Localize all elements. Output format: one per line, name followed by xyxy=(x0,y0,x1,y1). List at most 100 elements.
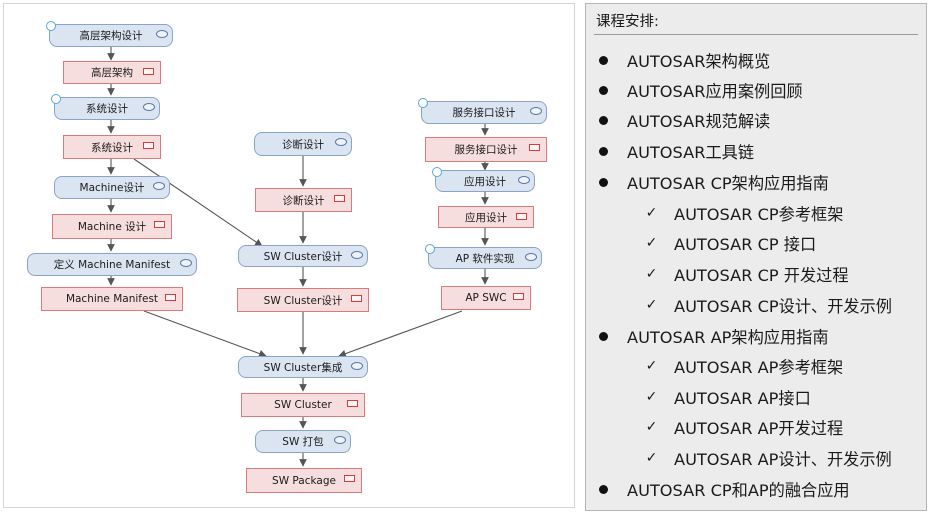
task-oval-icon xyxy=(525,253,537,261)
course-item: AUTOSAR CP架构应用指南 xyxy=(598,167,829,197)
ap-software-implementation-task[interactable]: AP 软件实现 xyxy=(425,244,542,269)
course-item-text: AUTOSAR架构概览 xyxy=(627,52,771,71)
machine-manifest-artifact[interactable]: Machine Manifest xyxy=(41,287,183,311)
diagnostic-design-task[interactable]: 诊断设计 xyxy=(254,132,352,156)
task-oval-icon xyxy=(334,436,346,444)
node-label: AP SWC xyxy=(465,292,507,304)
node-label: SW 打包 xyxy=(282,436,324,448)
sw-cluster-integration-task[interactable]: SW Cluster集成 xyxy=(238,356,368,378)
sw-cluster-artifact[interactable]: SW Cluster xyxy=(241,393,365,417)
node-label: 应用设计 xyxy=(464,175,506,188)
course-subitem: ✓ AUTOSAR CP 开发过程 xyxy=(645,259,849,289)
course-item: AUTOSAR架构概览 xyxy=(598,45,770,75)
service-interface-design-task[interactable]: 服务接口设计 xyxy=(418,98,547,124)
task-oval-icon xyxy=(335,138,347,146)
machine-design-artifact[interactable]: Machine 设计 xyxy=(52,214,172,239)
artifact-rect-icon xyxy=(529,144,540,151)
bullet-icon xyxy=(599,331,608,341)
course-item: AUTOSAR规范解读 xyxy=(598,105,770,135)
bullet-icon xyxy=(599,85,608,95)
node-label: 服务接口设计 xyxy=(452,107,516,119)
task-oval-icon xyxy=(351,362,363,370)
high-level-design-task[interactable]: 高层架构设计 xyxy=(46,21,173,47)
start-circle-icon xyxy=(425,244,435,254)
node-label: Machine 设计 xyxy=(77,221,147,233)
node-label: 定义 Machine Manifest xyxy=(53,259,171,271)
artifact-rect-icon xyxy=(351,295,362,302)
course-item: AUTOSAR应用案例回顾 xyxy=(598,75,803,105)
bullet-icon xyxy=(599,484,608,494)
course-item: AUTOSAR工具链 xyxy=(598,136,754,166)
node-label: 诊断设计 xyxy=(282,194,325,207)
task-oval-icon xyxy=(143,103,155,111)
node-label: 高层架构 xyxy=(91,67,133,79)
bullet-icon xyxy=(599,115,608,125)
sw-package-task[interactable]: SW 打包 xyxy=(255,430,351,453)
course-subitem: ✓ AUTOSAR AP开发过程 xyxy=(645,412,844,442)
course-item: AUTOSAR CP和AP的融合应用 xyxy=(598,474,850,504)
checkmark-icon: ✓ xyxy=(645,205,658,221)
course-item: AUTOSAR AP架构应用指南 xyxy=(598,321,829,351)
task-oval-icon xyxy=(530,107,542,115)
application-design-task[interactable]: 应用设计 xyxy=(432,167,535,192)
course-title: 课程安排: xyxy=(596,14,659,30)
task-oval-icon xyxy=(153,182,165,190)
course-item-text: AUTOSAR AP开发过程 xyxy=(674,419,844,438)
course-item-text: AUTOSAR工具链 xyxy=(627,143,755,162)
bullet-icon xyxy=(599,146,608,156)
node-label: SW Cluster xyxy=(274,399,332,411)
artifact-rect-icon xyxy=(154,221,165,228)
service-interface-design-artifact[interactable]: 服务接口设计 xyxy=(425,137,547,162)
node-label: 高层架构设计 xyxy=(79,30,143,42)
high-level-arch-artifact[interactable]: 高层架构 xyxy=(63,61,161,84)
artifact-rect-icon xyxy=(143,68,154,75)
course-subitem: ✓ AUTOSAR CP参考框架 xyxy=(645,198,844,228)
node-label: SW Cluster设计 xyxy=(263,294,343,307)
artifact-rect-icon xyxy=(347,400,358,407)
checkmark-icon: ✓ xyxy=(645,266,658,282)
task-oval-icon xyxy=(518,176,530,184)
artifact-rect-icon xyxy=(516,213,527,220)
define-machine-manifest-task[interactable]: 定义 Machine Manifest xyxy=(27,253,197,276)
artifact-rect-icon xyxy=(143,142,154,149)
workflow-connectors xyxy=(107,47,489,467)
course-schedule-panel: 课程安排: AUTOSAR架构概览 AUTOSAR应用案例回顾 AUTOSAR规… xyxy=(585,3,927,511)
checkmark-icon: ✓ xyxy=(645,419,658,435)
sw-package-artifact[interactable]: SW Package xyxy=(246,468,362,493)
divider xyxy=(594,34,918,35)
task-oval-icon xyxy=(351,251,363,259)
ap-swc-artifact[interactable]: AP SWC xyxy=(441,286,531,310)
system-design-artifact[interactable]: 系统设计 xyxy=(63,135,161,159)
node-label: AP 软件实现 xyxy=(455,252,515,265)
course-subitem: ✓ AUTOSAR AP接口 xyxy=(645,382,811,412)
course-item-text: AUTOSAR CP和AP的融合应用 xyxy=(627,481,850,500)
checkmark-icon: ✓ xyxy=(645,297,658,313)
artifact-rect-icon xyxy=(165,294,176,301)
course-item-text: AUTOSAR规范解读 xyxy=(627,112,771,131)
sw-cluster-design-task[interactable]: SW Cluster设计 xyxy=(238,245,368,267)
start-circle-icon xyxy=(418,98,428,108)
node-label: 系统设计 xyxy=(86,103,128,115)
node-label: SW Package xyxy=(272,474,336,487)
course-item-text: AUTOSAR CP设计、开发示例 xyxy=(674,297,892,316)
checkmark-icon: ✓ xyxy=(645,450,658,466)
course-item-text: AUTOSAR AP接口 xyxy=(674,389,811,408)
artifact-rect-icon xyxy=(334,195,345,202)
bullet-icon xyxy=(599,55,608,65)
course-item-text: AUTOSAR CP参考框架 xyxy=(674,205,844,224)
application-design-artifact[interactable]: 应用设计 xyxy=(438,206,534,228)
system-design-task[interactable]: 系统设计 xyxy=(51,94,160,120)
course-item-text: AUTOSAR CP 接口 xyxy=(674,235,817,254)
bullet-icon xyxy=(599,177,608,187)
machine-design-task[interactable]: Machine设计 xyxy=(54,176,170,199)
checkmark-icon: ✓ xyxy=(645,235,658,251)
course-subitem: ✓ AUTOSAR CP设计、开发示例 xyxy=(645,290,892,320)
start-circle-icon xyxy=(432,167,442,177)
node-label: SW Cluster集成 xyxy=(263,361,343,374)
course-item-text: AUTOSAR CP架构应用指南 xyxy=(627,174,829,193)
diagnostic-design-artifact[interactable]: 诊断设计 xyxy=(255,188,352,212)
start-circle-icon xyxy=(51,94,61,104)
artifact-rect-icon xyxy=(344,475,355,482)
sw-cluster-design-artifact[interactable]: SW Cluster设计 xyxy=(237,288,369,312)
course-item-text: AUTOSAR AP设计、开发示例 xyxy=(674,450,892,469)
